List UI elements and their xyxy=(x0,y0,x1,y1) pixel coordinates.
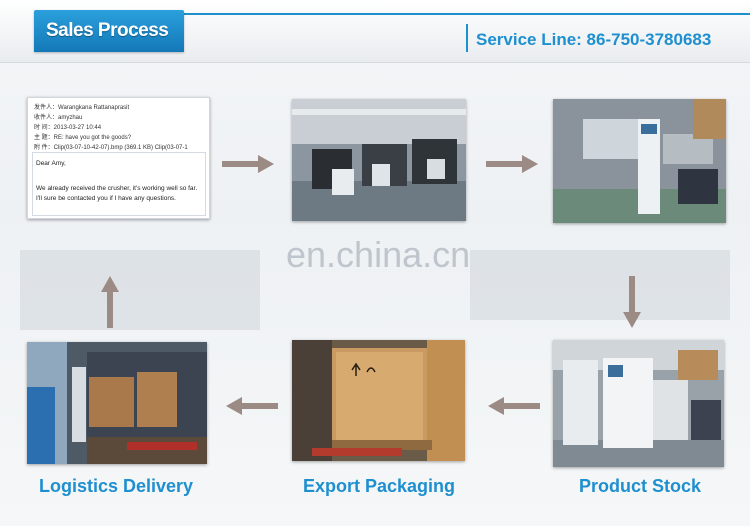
email-message: I'll sure be contacted you if I have any… xyxy=(36,195,176,202)
step-label-export-packaging: Export Packaging xyxy=(302,476,456,496)
arrow-up-icon xyxy=(101,276,119,328)
customer-email-image: 发件人：Warangkana Rattanaprasit 收件人：amyzhau… xyxy=(27,97,210,219)
header-accent-line xyxy=(184,13,750,15)
email-greeting: Dear Amy, xyxy=(36,160,66,167)
email-header-line: 主 题：RE: have you got the goods? xyxy=(34,135,132,141)
sales-process-tab: Sales Process xyxy=(34,10,184,52)
arrow-right-icon xyxy=(222,155,274,173)
arrow-down-icon xyxy=(623,276,641,328)
arrow-right-icon xyxy=(486,155,538,173)
step-label-logistics-delivery: Logistics Delivery xyxy=(38,476,194,496)
step-label-product-stock: Product Stock xyxy=(578,476,702,496)
arrow-left-icon xyxy=(488,397,540,415)
logistics-truck-image xyxy=(27,342,207,464)
factory-floor-image xyxy=(292,99,466,221)
sales-process-title: Sales Process xyxy=(46,20,169,41)
arrow-left-icon xyxy=(226,397,278,415)
email-header-line: 时 间：2013-03-27 10:44 xyxy=(34,125,102,131)
email-header-line: 附 件：Clip(03-07-10-42-07).bmp (369.1 KB) … xyxy=(34,145,188,151)
background-shape xyxy=(470,250,730,320)
header-bar: Sales Process Service Line: 86-750-37806… xyxy=(0,0,750,63)
watermark: en.china.cn xyxy=(286,234,471,275)
header-divider xyxy=(466,24,468,52)
email-message: We already received the crusher, it's wo… xyxy=(36,185,198,192)
email-body-box xyxy=(32,152,206,216)
email-header-line: 收件人：amyzhau xyxy=(34,115,83,121)
export-packaging-image xyxy=(292,340,465,461)
email-header-line: 发件人：Warangkana Rattanaprasit xyxy=(34,105,130,111)
background-shape xyxy=(20,250,260,330)
service-line: Service Line: 86-750-3780683 xyxy=(476,30,712,49)
machine-production-image xyxy=(553,99,726,223)
product-stock-image xyxy=(553,340,724,467)
